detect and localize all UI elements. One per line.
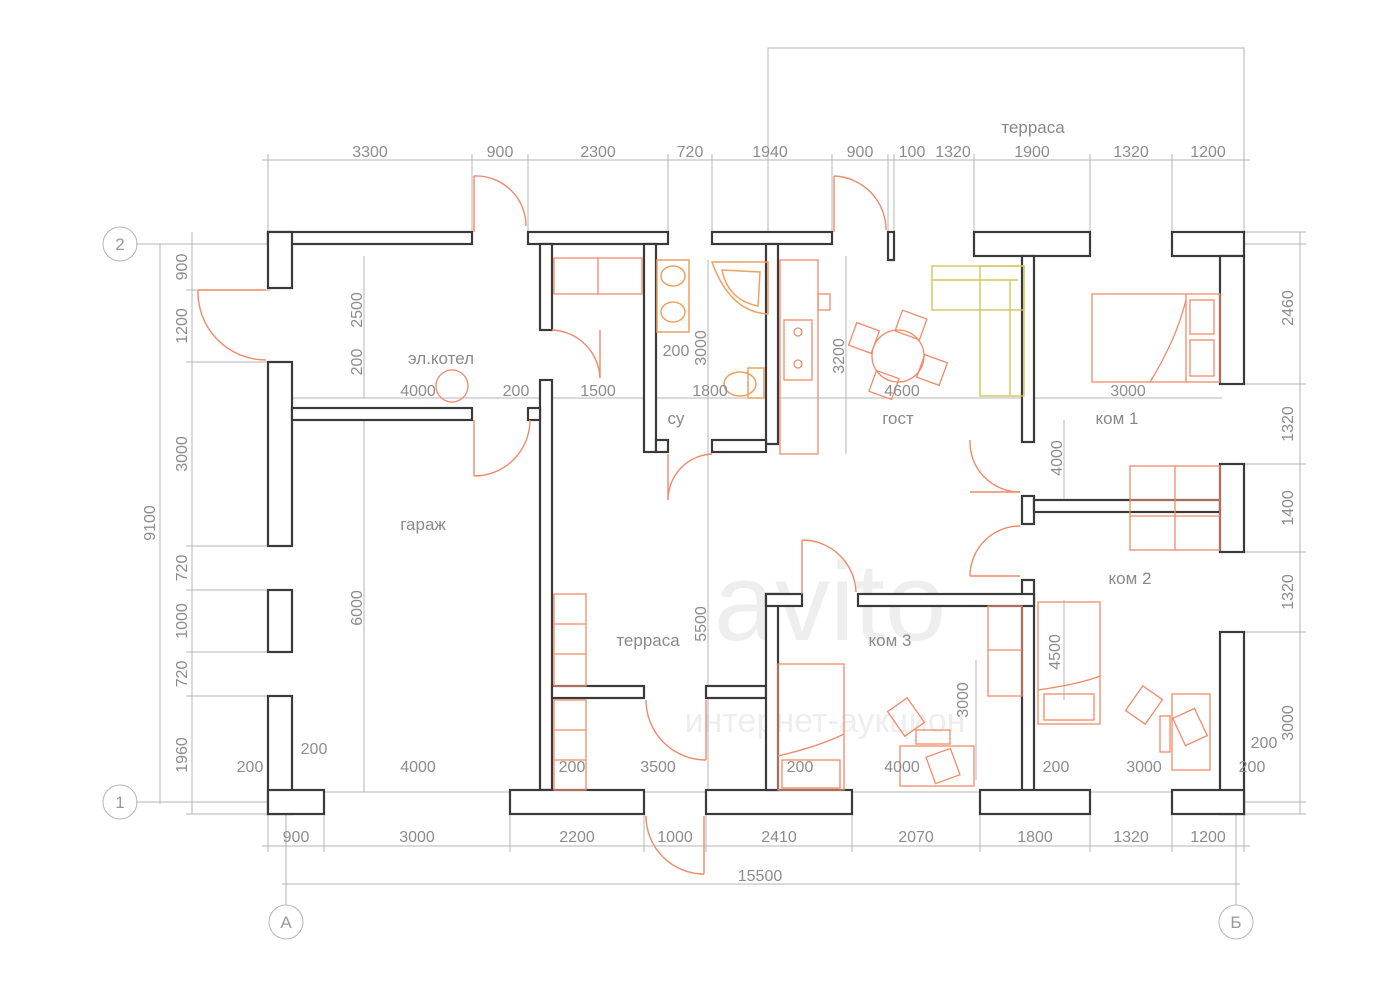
dim-boiler-height: 2500 <box>349 292 366 328</box>
dim-room2-wall: 200 <box>1043 759 1070 776</box>
dim-bottom-2: 2200 <box>559 829 595 846</box>
dim-bottom-3: 1000 <box>657 829 693 846</box>
axis-label-1: 1 <box>115 793 124 812</box>
dim-garage-width: 4000 <box>400 759 436 776</box>
doors <box>197 175 1021 875</box>
dim-bottom-6: 1800 <box>1017 829 1053 846</box>
dim-left-4: 1000 <box>174 603 191 639</box>
dim-left-0: 900 <box>174 254 191 281</box>
dimension-lines-right <box>1239 231 1306 815</box>
dim-left-5: 720 <box>174 661 191 688</box>
dim-left-3: 720 <box>174 555 191 582</box>
axis-label-2: 2 <box>115 235 124 254</box>
dimension-labels-top: 3300 900 2300 720 1940 900 100 1320 1900… <box>352 144 1226 161</box>
dim-boiler-width: 4000 <box>400 383 436 400</box>
room-label-terrace-top: терраса <box>1001 118 1065 137</box>
dim-top-5: 900 <box>847 144 874 161</box>
dim-total-width: 15500 <box>738 868 783 885</box>
dim-top-8: 1900 <box>1014 144 1050 161</box>
dim-right-2: 1400 <box>1280 490 1297 526</box>
dim-terrace-wall: 200 <box>559 759 586 776</box>
dim-room3-wall: 200 <box>787 759 814 776</box>
dim-left-6: 1960 <box>174 737 191 773</box>
dim-su-height: 3000 <box>693 330 710 366</box>
dim-su-depth: 1800 <box>692 383 728 400</box>
dimension-labels-inner: 2500 4000 200 200 1500 200 3000 1800 320… <box>237 292 1278 776</box>
axis-markers: 2 1 А Б <box>102 226 1254 940</box>
dim-terrace-height: 5500 <box>693 606 710 642</box>
room-label-terrace-inner: терраса <box>616 631 680 650</box>
dim-hall-width: 1500 <box>580 383 616 400</box>
dimension-labels-bottom: 900 3000 2200 1000 2410 2070 1800 1320 1… <box>283 829 1226 885</box>
dim-left-total: 9100 <box>142 505 159 541</box>
dim-top-0: 3300 <box>352 144 388 161</box>
room-label-living: гост <box>882 409 914 428</box>
dim-bottom-1: 3000 <box>399 829 435 846</box>
dim-bottom-4: 2410 <box>761 829 797 846</box>
dim-top-6: 100 <box>899 144 926 161</box>
dim-living-width: 4600 <box>884 383 920 400</box>
room-label-room2: ком 2 <box>1109 569 1152 588</box>
room-label-room1: ком 1 <box>1096 409 1139 428</box>
dim-garage-wall-b: 200 <box>301 741 328 758</box>
dim-top-3: 720 <box>677 144 704 161</box>
dim-room1-height: 4000 <box>1049 440 1066 476</box>
dim-top-10: 1200 <box>1190 144 1226 161</box>
room-label-bathroom: су <box>668 409 686 428</box>
dim-room2-width: 3000 <box>1126 759 1162 776</box>
dim-garage-wall-a: 200 <box>237 759 264 776</box>
dim-top-9: 1320 <box>1113 144 1149 161</box>
dim-room3-width: 4000 <box>884 759 920 776</box>
dim-top-4: 1940 <box>752 144 788 161</box>
watermark-text: интернет-аукцион <box>685 702 966 740</box>
dim-right-0: 2460 <box>1280 290 1297 326</box>
dim-top-2: 2300 <box>580 144 616 161</box>
dim-room2-height: 4500 <box>1047 634 1064 670</box>
dim-right-3: 1320 <box>1280 574 1297 610</box>
dim-garage-height: 6000 <box>349 590 366 626</box>
dim-bottom-7: 1320 <box>1113 829 1149 846</box>
dim-left-2: 3000 <box>174 436 191 472</box>
dim-right-inner-b: 200 <box>1239 759 1266 776</box>
dimension-labels-left: 900 1200 3000 720 1000 720 1960 9100 <box>142 254 191 773</box>
dim-room3-height: 3000 <box>955 682 972 718</box>
dim-top-7: 1320 <box>935 144 971 161</box>
axis-label-b: Б <box>1230 913 1241 932</box>
dim-boiler-gap: 200 <box>503 383 530 400</box>
dimension-lines-top <box>262 154 1250 232</box>
dim-su-wall: 200 <box>663 343 690 360</box>
dim-bottom-0: 900 <box>283 829 310 846</box>
dimension-labels-right: 2460 1320 1400 1320 3000 <box>1280 290 1297 741</box>
dim-right-4: 3000 <box>1280 705 1297 741</box>
terrace-outline <box>767 47 1245 248</box>
dim-right-1: 1320 <box>1280 406 1297 442</box>
furniture <box>435 257 1221 791</box>
dim-terrace-width: 3500 <box>640 759 676 776</box>
dim-right-inner-a: 200 <box>1251 735 1278 752</box>
walls <box>266 230 1246 816</box>
dim-room1-width: 3000 <box>1110 383 1146 400</box>
dim-left-1: 1200 <box>174 308 191 344</box>
room-label-garage: гараж <box>400 515 446 534</box>
dim-top-1: 900 <box>487 144 514 161</box>
room-label-room3: ком 3 <box>869 631 912 650</box>
axis-label-a: А <box>280 913 292 932</box>
dim-bottom-5: 2070 <box>898 829 934 846</box>
dim-kitchen-height: 3200 <box>831 338 848 374</box>
dimension-lines-bottom <box>262 812 1250 905</box>
dim-boiler-wall: 200 <box>349 349 366 376</box>
room-labels: терраса эл.котел гараж су гост ком 1 ком… <box>400 118 1151 650</box>
dim-bottom-8: 1200 <box>1190 829 1226 846</box>
room-label-boiler: эл.котел <box>408 349 474 368</box>
